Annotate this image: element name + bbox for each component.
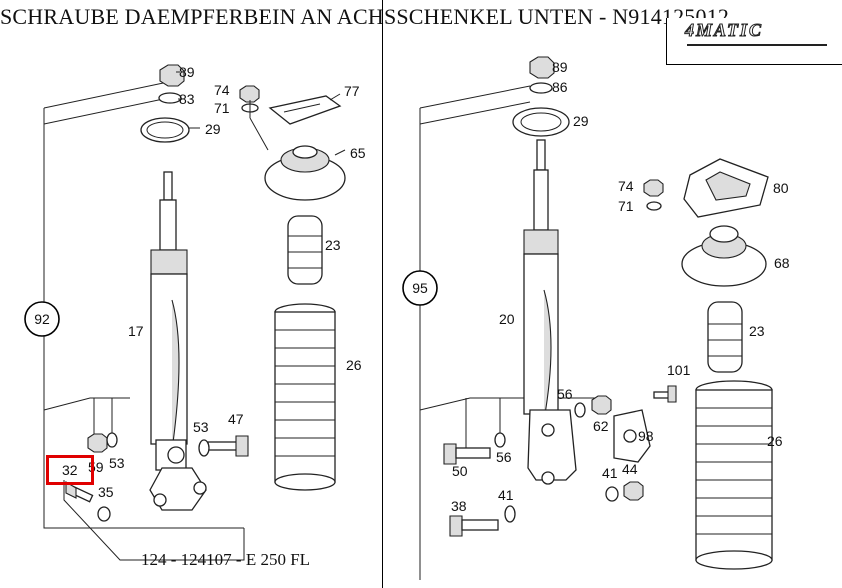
boot-26-right — [695, 380, 773, 570]
label-71-right: 71 — [618, 198, 634, 214]
label-74-right: 74 — [618, 178, 634, 194]
screw-32 — [65, 481, 94, 503]
label-101: 101 — [667, 362, 691, 378]
label-32: 32 — [62, 462, 78, 478]
model-caption: 124 - 124107 - E 250 FL — [141, 550, 311, 569]
clamp-29-right — [512, 107, 570, 137]
washer-53-upper — [198, 439, 210, 457]
label-74-left: 74 — [214, 82, 230, 98]
callout-92-label: 92 — [34, 311, 50, 327]
label-89-right: 89 — [552, 59, 568, 75]
bolt-50 — [443, 443, 491, 465]
bolt-47 — [207, 435, 249, 457]
label-20: 20 — [499, 311, 515, 327]
page-title: SCHRAUBE DAEMPFERBEIN AN ACHSSCHENKEL UN… — [0, 4, 730, 29]
panel-divider — [382, 0, 383, 588]
bracket-80 — [683, 158, 769, 218]
boot-26-left — [274, 303, 336, 491]
washer-35 — [97, 506, 111, 522]
label-41-lower: 41 — [498, 487, 514, 503]
label-23-left: 23 — [325, 237, 341, 253]
label-83-left: 83 — [179, 91, 195, 107]
washer-53-lower — [106, 432, 118, 448]
label-77: 77 — [344, 83, 360, 99]
bracket-98 — [613, 409, 651, 463]
callout-92: 92 — [24, 301, 60, 337]
label-56-lower: 56 — [496, 449, 512, 465]
nut-56-right — [591, 395, 612, 415]
badge-underline — [687, 44, 827, 46]
label-50: 50 — [452, 463, 468, 479]
washer-56-upper — [574, 402, 586, 418]
label-17: 17 — [128, 323, 144, 339]
strut-20 — [523, 139, 577, 485]
label-26-right: 26 — [767, 433, 783, 449]
washer-41-upper — [605, 486, 619, 502]
bolt-101 — [653, 385, 677, 403]
nut-44 — [623, 481, 644, 501]
nut-74-71-right — [643, 179, 664, 211]
mount-68 — [681, 225, 767, 287]
label-68: 68 — [774, 255, 790, 271]
label-98: 98 — [638, 428, 654, 444]
label-38: 38 — [451, 498, 467, 514]
nut-59 — [87, 433, 108, 453]
right-frame — [419, 85, 601, 580]
callout-95-label: 95 — [412, 280, 428, 296]
label-71-left: 71 — [214, 100, 230, 116]
left-leaders — [176, 71, 346, 156]
label-29-left: 29 — [205, 121, 221, 137]
callout-95: 95 — [402, 270, 438, 306]
highlight-part-32 — [46, 455, 94, 485]
label-44: 44 — [622, 461, 638, 477]
model-badge: 4MATIC — [666, 18, 842, 65]
label-86: 86 — [552, 79, 568, 95]
label-65: 65 — [350, 145, 366, 161]
strut-17 — [149, 171, 207, 511]
mount-65 — [264, 145, 346, 201]
label-56-upper: 56 — [557, 386, 573, 402]
label-89-left: 89 — [179, 64, 195, 80]
bracket-77 — [268, 95, 342, 125]
washer-83-left — [158, 92, 182, 104]
label-41-upper: 41 — [602, 465, 618, 481]
washer-41-lower — [504, 505, 516, 523]
label-53-lower: 53 — [109, 455, 125, 471]
washer-56-lower — [494, 432, 506, 448]
label-80: 80 — [773, 180, 789, 196]
bumpstop-23-right — [707, 301, 743, 373]
washer-86-right — [529, 82, 553, 94]
nut-89-left — [159, 64, 185, 87]
nut-89-right — [529, 56, 555, 79]
label-23-right: 23 — [749, 323, 765, 339]
bolt-38 — [449, 515, 499, 537]
label-29-right: 29 — [573, 113, 589, 129]
label-47: 47 — [228, 411, 244, 427]
badge-text: 4MATIC — [684, 20, 764, 41]
label-26-left: 26 — [346, 357, 362, 373]
bumpstop-23-left — [287, 215, 323, 285]
label-35: 35 — [98, 484, 114, 500]
left-frame — [43, 81, 245, 561]
clamp-29-left — [140, 117, 190, 143]
label-53-upper: 53 — [193, 419, 209, 435]
label-62: 62 — [593, 418, 609, 434]
